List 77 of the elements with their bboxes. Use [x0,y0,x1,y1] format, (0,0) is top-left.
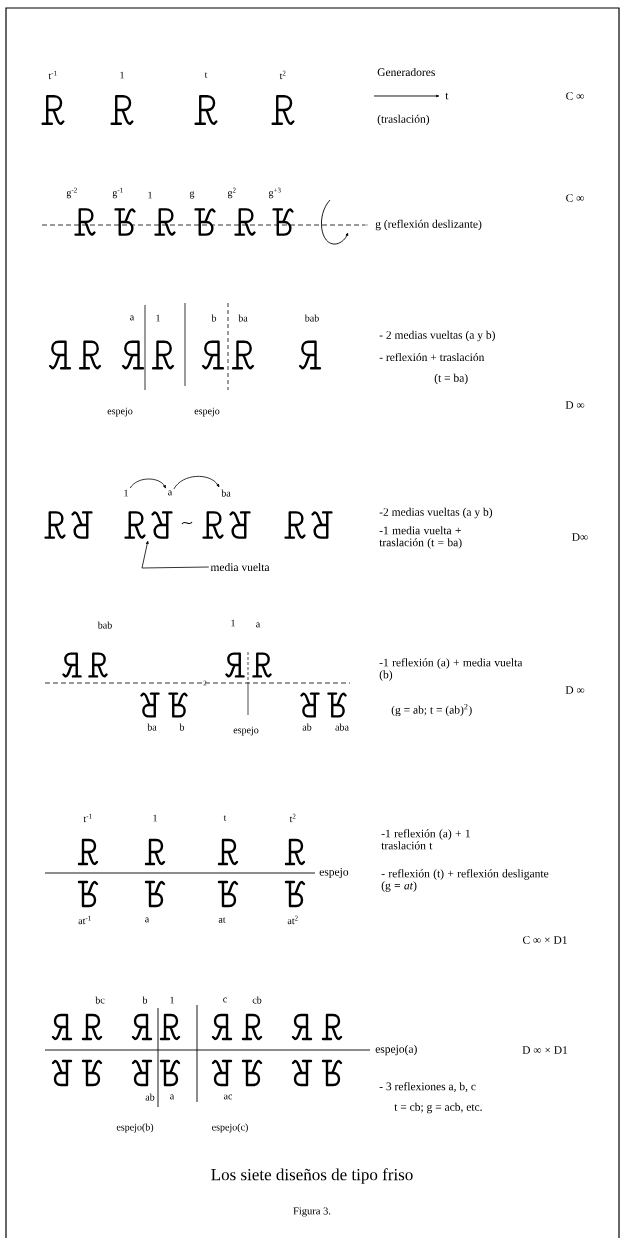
label: t [445,92,449,100]
node-label: a [168,490,173,496]
label: -2 medias vueltas (a y b) [379,507,493,519]
label: ba [147,723,157,731]
label: espejo(c) [212,1123,248,1133]
label: t$^{-1}$ [48,70,57,80]
label: 1 [170,996,174,1004]
label: t$^{-1}$ [83,813,92,823]
label: ab [145,1093,155,1101]
caption: Figura 3. [293,1207,331,1217]
label: 1 [231,619,235,627]
label: Generadores [377,67,435,77]
label: b [211,314,217,322]
label: C ∞ × D1 [522,936,567,944]
label: D ∞ × D1 [522,1046,568,1054]
label: t [223,815,227,821]
node-label: media vuelta [210,562,270,572]
label: espejo(a) [375,1044,417,1056]
label: (t = ba) [434,373,468,385]
label: espejo [319,868,349,879]
title: Los siete diseños de tipo friso [211,1168,413,1184]
label: - reflexión + traslación [379,352,485,362]
label: g$^{+3}$ [268,187,281,199]
label: a [130,315,135,321]
label: at$^{2}$ [287,915,298,925]
label: ba [238,314,248,322]
label: cb [252,996,262,1004]
label: -1 reflexión (a) + 1 traslación t [381,829,470,850]
label: g [189,191,195,199]
arrow [129,478,166,489]
label: g$^{-1}$ [112,187,123,199]
label: C ∞ [566,92,584,100]
label: D∞ [572,533,588,541]
label: c [223,997,227,1003]
label: -1 reflexión (a) + media vuelta (b) [379,658,523,681]
label: at$^{-1}$ [78,915,91,925]
label: - 2 medias vueltas (a y b) [379,330,495,342]
label: C ∞ [566,194,584,202]
label: t$^{2}$ [279,70,286,80]
label: a [256,622,261,628]
label: g$^{2}$ [227,187,236,199]
label: - 3 reflexiones a, b, c [379,1082,476,1092]
label: ab [302,723,312,731]
arrow [173,476,220,490]
label: bab [304,314,319,322]
label: espejo [194,407,220,417]
label: at [218,917,226,923]
label: bc [95,996,105,1004]
label: t$^{2}$ [289,813,296,823]
label: (g = ab; t = (ab)$^{2}$) [391,703,472,717]
label: 1 [156,314,160,322]
label: aba [335,723,349,731]
label: g (reflexión deslizante) [375,219,482,231]
label: espejo(b) [116,1123,154,1133]
label: bab [97,621,112,629]
label: b [179,723,185,731]
label: t [204,72,208,78]
label: espejo [107,407,133,417]
label: 1 [153,814,157,822]
label: - reflexión (t) + reflexión desligante (g = at) [381,869,549,892]
label: t = cb; g = acb, etc. [394,1102,482,1114]
label: 1 [148,191,152,199]
node-label: ba [221,489,231,497]
label: a [170,1094,175,1100]
node-label: 1 [124,489,128,497]
label: g$^{-2}$ [66,187,77,199]
label: espejo [233,726,259,736]
label: D ∞ [565,686,585,694]
label: D ∞ [565,401,585,409]
label: (traslación) [377,114,430,126]
label: 1 [120,71,124,79]
label: -1 media vuelta + traslación (t = ba) [379,526,462,549]
label: ac [223,1094,233,1100]
motif-drawing [124,511,173,539]
label: a [145,917,150,923]
label: b [142,996,148,1004]
leader-line [141,540,210,569]
